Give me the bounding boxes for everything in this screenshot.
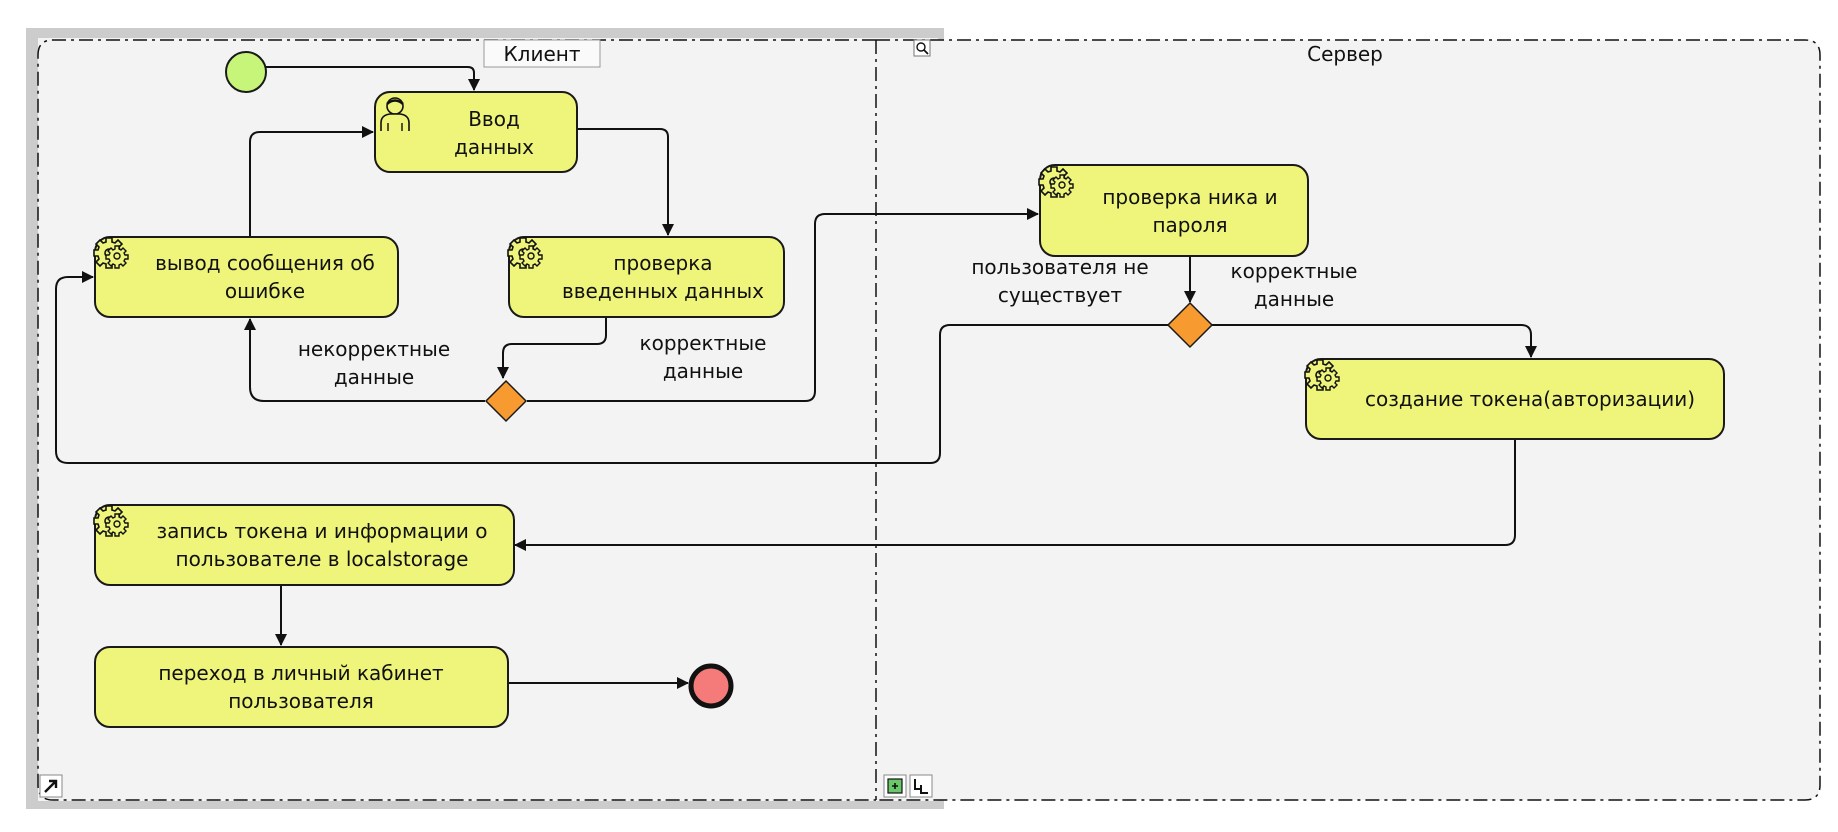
task-label-line: проверка ника и [1102,185,1277,209]
task-label-line: пароля [1152,213,1227,237]
task-label-line: проверка [613,251,712,275]
label-client-incorrect: данные [334,365,414,389]
task-create-token[interactable]: создание токена(авторизации) [1304,358,1725,440]
label-client-incorrect: некорректные [298,337,450,361]
expand-arrow-icon[interactable] [39,774,63,798]
task-label-line: пользователя [228,689,374,713]
gateway-server[interactable] [1166,301,1214,349]
server-lane-title: Сервер [1307,42,1383,66]
flow-input-to-check [576,128,674,236]
collapse-marker-icon[interactable] [909,774,933,798]
task-input-data[interactable]: Ввод данных [374,91,578,173]
end-event[interactable] [688,663,734,709]
subprocess-marker-icon[interactable] [883,774,907,798]
task-label-line: ошибке [225,279,305,303]
client-lane-title-box [483,39,601,68]
label-server-correct: корректные [1231,259,1358,283]
task-check-credentials[interactable]: проверка ника и пароля [1038,164,1309,257]
task-label-line: вывод сообщения об [155,251,375,275]
task-save-token[interactable]: запись токена и информации о пользовател… [93,504,515,586]
flow-gateway-correct [527,208,1039,402]
flow-gateway-incorrect [244,318,485,402]
label-client-correct: данные [663,359,743,383]
user-icon [380,97,410,131]
label-client-correct: корректные [640,331,767,355]
magnifier-icon[interactable] [913,39,931,57]
task-label-line: пользователе в localstorage [176,547,469,571]
task-label-line: переход в личный кабинет [158,661,444,685]
client-lane-title: Клиент [503,42,580,66]
label-server-not-exists: существует [998,283,1123,307]
task-label-line: данных [454,135,534,159]
flow-gateway-user-not-exists [55,271,1169,464]
flow-token-to-save [514,439,1516,551]
label-server-correct: данные [1254,287,1334,311]
server-lane-border [876,39,1821,801]
flow-start-to-input [266,66,480,91]
task-error-output[interactable]: вывод сообщения об ошибке [93,236,399,318]
label-server-not-exists: пользователя не [971,255,1148,279]
flow-check-to-gateway [497,316,607,379]
task-go-cabinet[interactable]: переход в личный кабинет пользователя [94,646,509,728]
task-label-line: запись токена и информации о [156,519,487,543]
task-label-line: создание токена(авторизации) [1365,387,1695,411]
task-label-line: Ввод [468,107,520,131]
gateway-client[interactable] [484,379,528,423]
flow-error-to-input [249,126,374,237]
client-lane-border [37,39,876,801]
start-event[interactable] [225,51,267,93]
flow-gateway-correct-server [1211,324,1537,358]
task-check-input[interactable]: проверка введенных данных [507,236,785,318]
task-label-line: введенных данных [562,279,764,303]
